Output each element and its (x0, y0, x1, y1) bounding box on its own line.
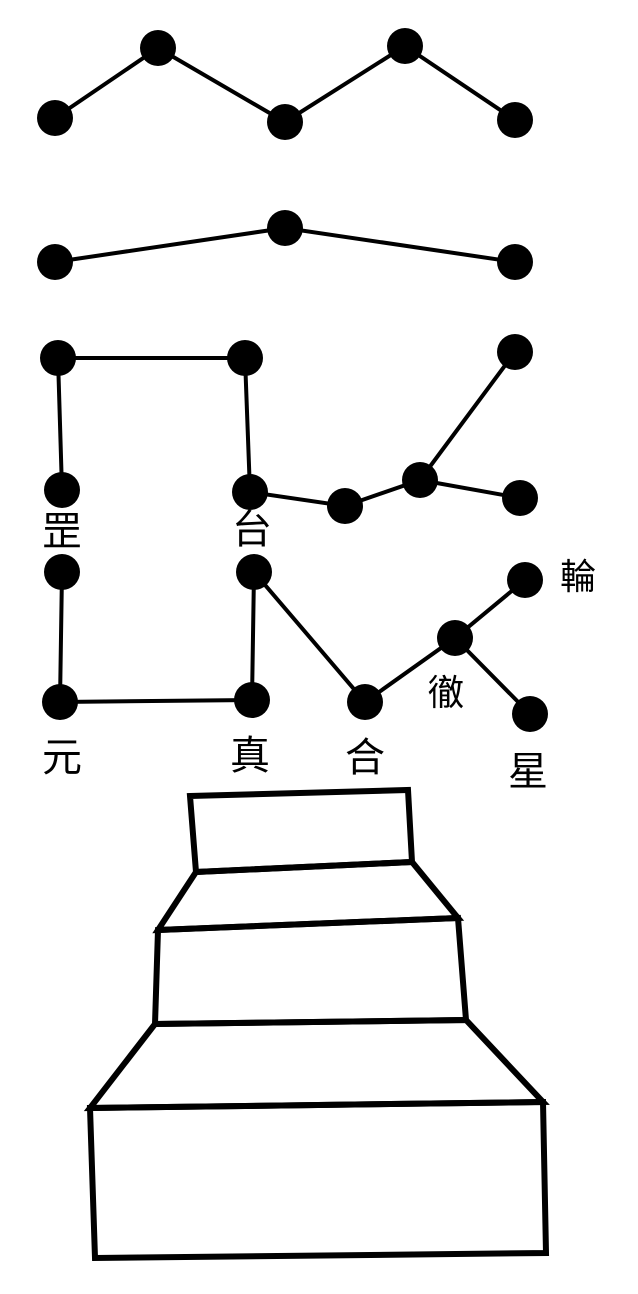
star-node (40, 340, 76, 376)
star-node (347, 684, 383, 720)
peak-constellation (37, 210, 533, 280)
right-branch-constellation (248, 334, 538, 524)
label-lun: 輪 (560, 557, 597, 598)
star-node (227, 340, 263, 376)
label-tai: 台 (232, 507, 272, 553)
star-node (37, 100, 73, 136)
star-node (497, 334, 533, 370)
star-node (42, 684, 78, 720)
altar-top-tier (186, 786, 416, 876)
star-node (267, 210, 303, 246)
label-gang: 罡 (42, 509, 82, 555)
lower-rectangle-constellation (42, 554, 272, 720)
star-node (497, 102, 533, 138)
star-node (402, 462, 438, 498)
label-che: 徹 (428, 673, 465, 714)
lower-branch-constellation (252, 562, 548, 732)
star-node (437, 620, 473, 656)
star-node (507, 562, 543, 598)
star-node (140, 30, 176, 66)
label-zhen: 真 (230, 733, 270, 779)
star-node (267, 104, 303, 140)
label-xing: 星 (508, 749, 548, 795)
stepped-altar (83, 786, 550, 1262)
star-node (512, 696, 548, 732)
star-node (234, 682, 270, 718)
upper-rectangle-constellation (40, 340, 268, 510)
star-node (327, 488, 363, 524)
star-node (497, 244, 533, 280)
altar-middle-tier (151, 914, 470, 1028)
label-yuan: 元 (42, 735, 82, 781)
star-node (387, 28, 423, 64)
star-node (502, 480, 538, 516)
altar-slope-2 (83, 1016, 550, 1112)
label-he: 合 (345, 735, 385, 781)
star-node (44, 472, 80, 508)
star-node (44, 554, 80, 590)
zigzag-constellation (37, 28, 533, 140)
star-node (37, 244, 73, 280)
altar-base-tier (86, 1098, 550, 1262)
